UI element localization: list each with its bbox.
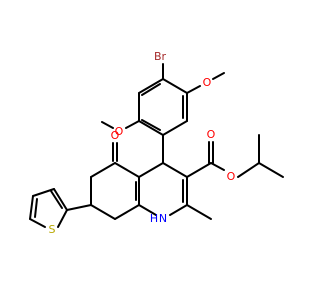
molecule-structure: Br O O O O O N H S [0,0,300,300]
atom-bromine: Br [154,50,167,63]
bond [101,121,114,129]
bond [125,120,140,129]
bond [66,204,92,211]
bond [237,162,260,178]
bond [138,162,164,178]
bond-layer [29,63,284,228]
atom-oxygen: O [115,125,124,138]
bond [186,204,212,220]
atom-oxygen: O [203,76,212,89]
bond [162,120,188,136]
atom-oxygen: O [207,128,216,141]
atom-oxygen: O [227,170,236,183]
atom-nitrogen: N [159,212,167,225]
bond [114,162,140,178]
bond [186,162,212,178]
atom-oxygen: O [111,129,120,142]
canvas-background [0,0,300,300]
bond [138,78,164,94]
bond [138,204,157,216]
bond [186,85,201,94]
atom-sulfur: S [49,223,56,236]
bond [162,162,188,178]
bond [90,204,116,220]
bond [29,218,46,228]
bond [258,162,284,178]
bond [50,190,63,209]
atom-label-layer: Br O O O O O N H S [49,50,236,236]
bond [90,162,116,178]
bond [141,119,161,131]
bond [29,195,34,220]
bond [53,188,68,211]
bond [212,72,225,80]
bond [162,78,188,94]
bond [138,120,164,136]
bond [210,162,225,171]
bond [32,188,55,197]
bond [141,83,161,96]
bond [114,204,140,220]
bond [57,209,68,228]
bond [169,204,188,216]
atom-hydrogen: H [150,212,158,225]
bond [34,198,38,218]
